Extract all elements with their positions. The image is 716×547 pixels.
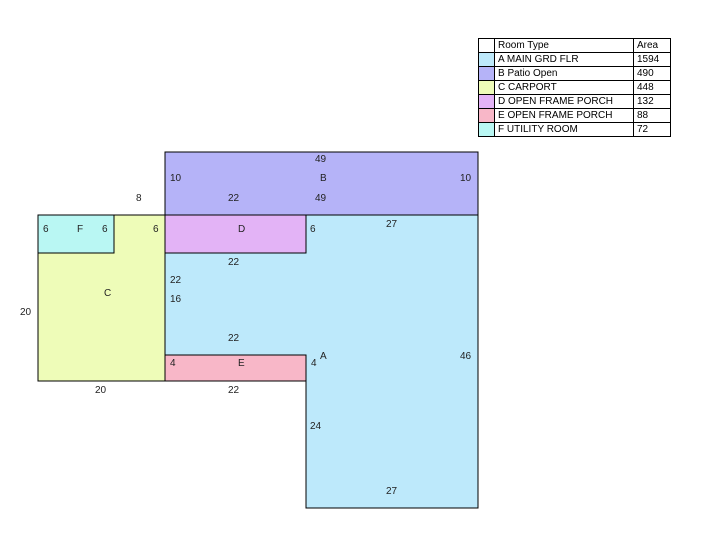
legend-room-type: D OPEN FRAME PORCH xyxy=(494,94,634,109)
legend-row: B Patio Open 490 xyxy=(478,66,671,81)
dim-e-left: 4 xyxy=(170,358,176,369)
dim-b-bottom-left: 22 xyxy=(228,193,240,204)
room-label-f: F xyxy=(77,224,83,235)
dim-b-bottom-mid: 49 xyxy=(315,193,327,204)
legend-room-type: C CARPORT xyxy=(494,80,634,95)
dim-f-left: 6 xyxy=(43,224,49,235)
legend-row: E OPEN FRAME PORCH 88 xyxy=(478,108,671,123)
room-label-a: A xyxy=(320,351,327,362)
dim-b-right: 10 xyxy=(460,173,472,184)
room-e-porch xyxy=(164,354,307,382)
dim-a-right: 46 xyxy=(460,351,472,362)
room-d-porch xyxy=(164,214,307,254)
dim-f-right: 6 xyxy=(102,224,108,235)
room-label-b: B xyxy=(320,173,327,184)
legend-row: C CARPORT 448 xyxy=(478,80,671,95)
room-label-e: E xyxy=(238,358,245,369)
room-label-d: D xyxy=(238,224,245,235)
legend-area: 88 xyxy=(633,108,671,123)
dim-c-right: 6 xyxy=(153,224,159,235)
legend-room-type: A MAIN GRD FLR xyxy=(494,52,634,67)
legend-swatch xyxy=(478,108,495,123)
legend-swatch xyxy=(478,80,495,95)
legend-room-type: F UTILITY ROOM xyxy=(494,122,634,137)
dim-mid-22: 22 xyxy=(170,275,182,286)
legend-header-row: Room Type Area xyxy=(478,38,671,53)
dim-carport-top: 8 xyxy=(136,193,142,204)
legend-header-room-type: Room Type xyxy=(494,38,634,53)
dim-c-left: 20 xyxy=(20,307,32,318)
legend-row: A MAIN GRD FLR 1594 xyxy=(478,52,671,67)
dim-a-top: 27 xyxy=(386,219,398,230)
legend-swatch xyxy=(478,94,495,109)
dim-e-top: 22 xyxy=(228,333,240,344)
legend-area: 72 xyxy=(633,122,671,137)
dim-e-bottom: 22 xyxy=(228,385,240,396)
dim-a-lower-left: 24 xyxy=(310,421,322,432)
legend-header-swatch xyxy=(478,38,495,53)
dim-a-bottom: 27 xyxy=(386,486,398,497)
room-legend-table: Room Type Area A MAIN GRD FLR 1594 B Pat… xyxy=(478,38,671,137)
dim-e-right: 4 xyxy=(311,358,317,369)
legend-area: 490 xyxy=(633,66,671,81)
legend-row: F UTILITY ROOM 72 xyxy=(478,122,671,137)
dim-d-right: 6 xyxy=(310,224,316,235)
room-label-c: C xyxy=(104,288,111,299)
legend-swatch xyxy=(478,122,495,137)
legend-room-type: B Patio Open xyxy=(494,66,634,81)
legend-header-area: Area xyxy=(633,38,671,53)
legend-swatch xyxy=(478,52,495,67)
legend-row: D OPEN FRAME PORCH 132 xyxy=(478,94,671,109)
legend-area: 448 xyxy=(633,80,671,95)
legend-swatch xyxy=(478,66,495,81)
room-b-patio xyxy=(164,151,479,216)
room-f-utility xyxy=(37,214,115,254)
legend-area: 132 xyxy=(633,94,671,109)
dim-mid-16: 16 xyxy=(170,294,182,305)
dim-d-bottom: 22 xyxy=(228,257,240,268)
dim-b-left: 10 xyxy=(170,173,182,184)
dim-b-top: 49 xyxy=(315,154,327,165)
dim-c-bottom: 20 xyxy=(95,385,107,396)
legend-area: 1594 xyxy=(633,52,671,67)
legend-room-type: E OPEN FRAME PORCH xyxy=(494,108,634,123)
